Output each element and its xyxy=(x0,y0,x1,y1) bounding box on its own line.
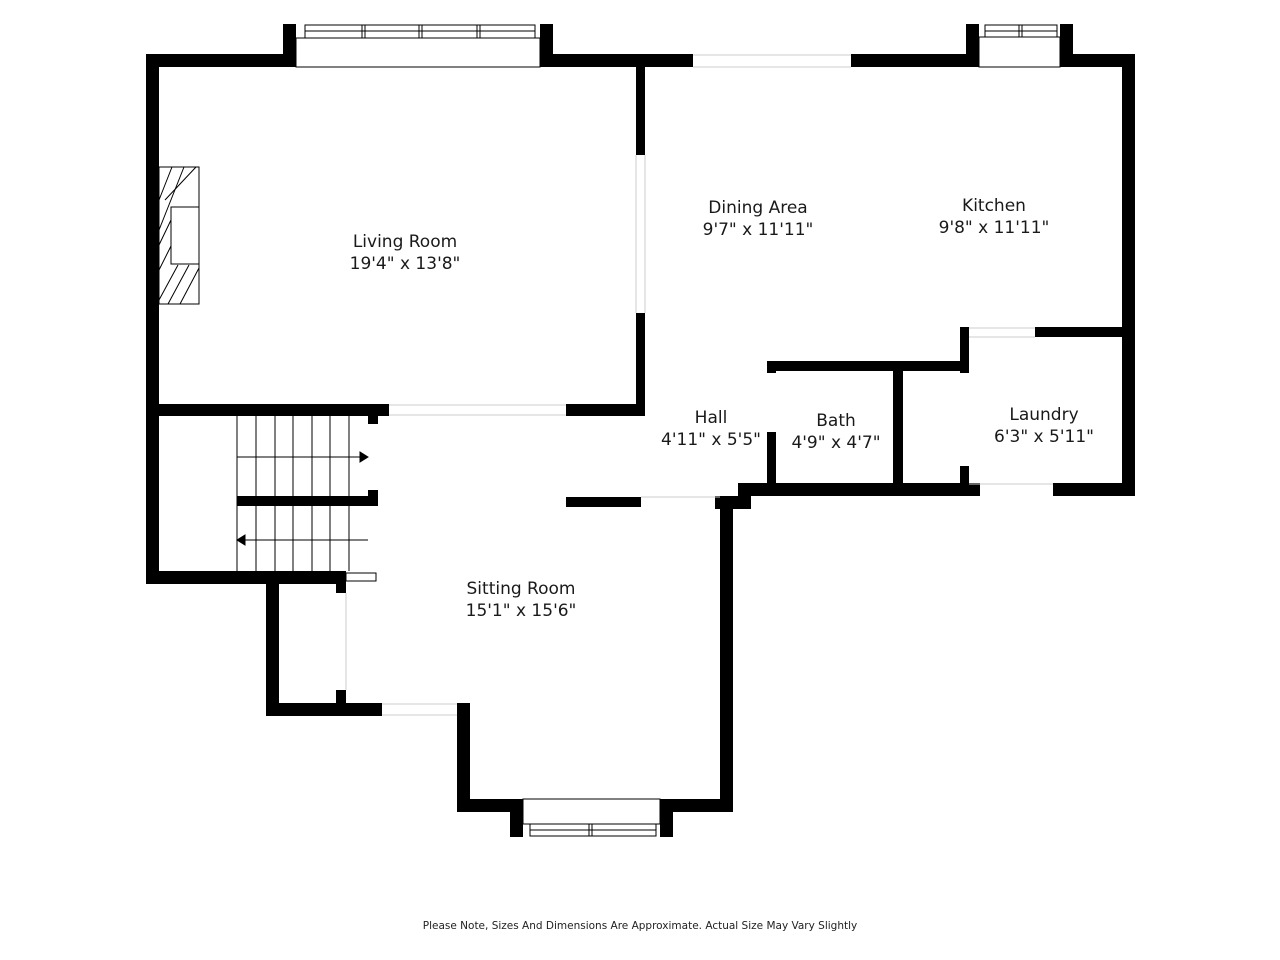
room-dining-area: Dining Area 9'7" x 11'11" xyxy=(703,197,814,241)
walls xyxy=(146,24,1135,837)
room-name: Dining Area xyxy=(708,198,808,218)
bay-window-sitting xyxy=(522,798,661,837)
room-sitting-room: Sitting Room 15'1" x 15'6" xyxy=(466,578,577,622)
bay-window-living xyxy=(295,24,541,68)
disclaimer-note: Please Note, Sizes And Dimensions Are Ap… xyxy=(422,920,858,932)
room-name: Sitting Room xyxy=(466,579,576,599)
fireplace-icon xyxy=(158,166,200,305)
room-dimensions: 9'7" x 11'11" xyxy=(702,220,814,240)
room-dimensions: 4'11" x 5'5" xyxy=(661,430,761,450)
room-name: Living Room xyxy=(352,232,458,252)
room-laundry: Laundry 6'3" x 5'11" xyxy=(994,404,1094,448)
room-name: Hall xyxy=(694,408,728,428)
room-name: Kitchen xyxy=(962,196,1026,216)
room-dimensions: 19'4" x 13'8" xyxy=(349,254,461,274)
room-dimensions: 4'9" x 4'7" xyxy=(791,433,881,453)
room-kitchen: Kitchen 9'8" x 11'11" xyxy=(939,195,1050,239)
staircase-icon xyxy=(236,416,377,582)
room-living-room: Living Room 19'4" x 13'8" xyxy=(350,231,461,275)
room-dimensions: 15'1" x 15'6" xyxy=(465,601,577,621)
room-hall: Hall 4'11" x 5'5" xyxy=(661,407,761,451)
room-name: Bath xyxy=(816,411,856,431)
room-dimensions: 9'8" x 11'11" xyxy=(938,218,1050,238)
room-dimensions: 6'3" x 5'11" xyxy=(994,427,1094,447)
bay-window-kitchen xyxy=(978,24,1061,68)
room-bath: Bath 4'9" x 4'7" xyxy=(791,410,880,454)
room-name: Laundry xyxy=(1009,405,1079,425)
door-openings xyxy=(345,54,1053,716)
